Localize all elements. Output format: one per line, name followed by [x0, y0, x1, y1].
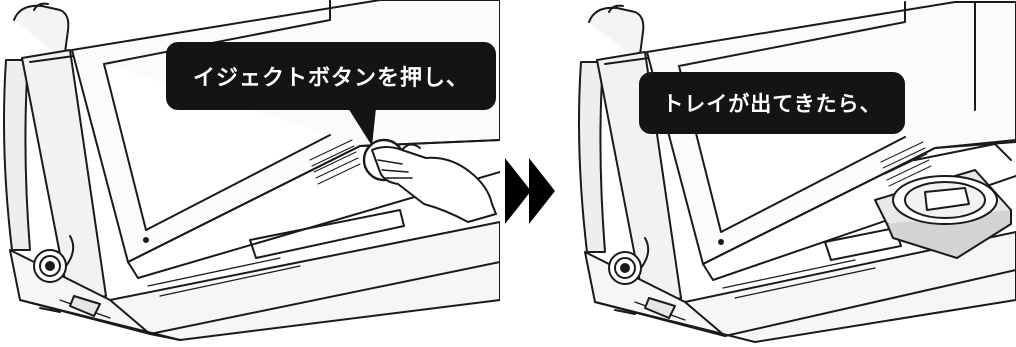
step-2-illustration — [575, 0, 1016, 347]
double-chevron-right-icon — [505, 158, 557, 224]
step-2-panel — [575, 0, 1016, 347]
step-2-callout: トレイが出てきたら、 — [639, 72, 905, 134]
step-1-callout-text: イジェクトボタンを押し、 — [193, 60, 469, 92]
step-2-callout-text: トレイが出てきたら、 — [662, 88, 881, 118]
step-1-callout: イジェクトボタンを押し、 — [166, 42, 496, 110]
